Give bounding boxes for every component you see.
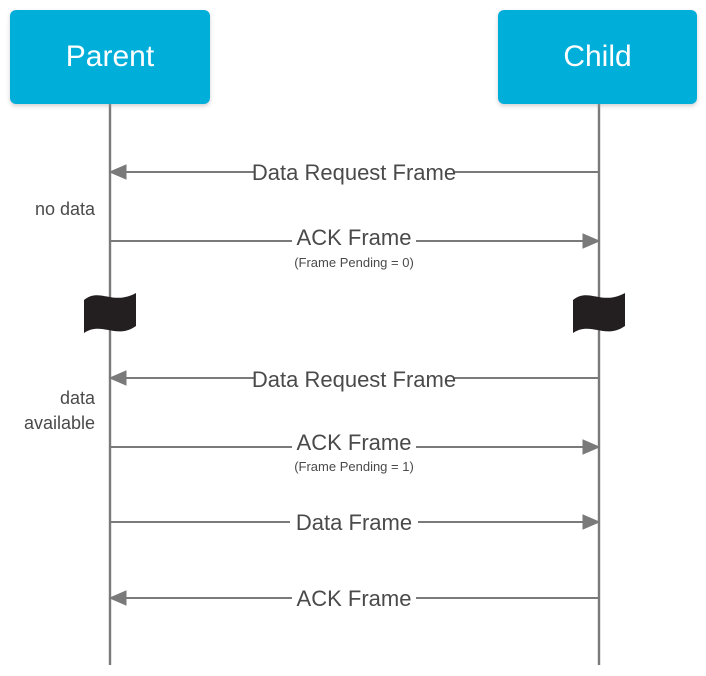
actor-box-parent[interactable] [10, 10, 210, 104]
message-sublabel: (Frame Pending = 1) [294, 459, 414, 474]
message-label: ACK Frame [297, 225, 412, 250]
message-label: Data Frame [296, 510, 412, 535]
message-label: ACK Frame [297, 586, 412, 611]
message-label-group-2: ACK Frame (Frame Pending = 0) [294, 225, 414, 270]
side-note-line: no data [35, 199, 96, 219]
break-symbols-layer [84, 293, 625, 333]
side-note-line: available [24, 413, 95, 433]
message-label-group-6: ACK Frame [297, 586, 412, 611]
actor-child[interactable]: Child [498, 10, 697, 104]
messages-layer [108, 164, 601, 606]
side-note-data-available: data available [24, 388, 96, 433]
side-notes-layer: no data data available [24, 199, 96, 433]
message-label-group-3: Data Request Frame [252, 367, 456, 392]
break-symbol-icon [573, 293, 625, 333]
actor-label-parent: Parent [66, 40, 155, 73]
break-symbol-icon [84, 293, 136, 333]
actor-label-child: Child [563, 40, 631, 73]
message-label-group-4: ACK Frame (Frame Pending = 1) [294, 430, 414, 474]
actor-parent[interactable]: Parent [10, 10, 210, 104]
side-note-no-data: no data [35, 199, 96, 219]
actor-box-child[interactable] [498, 10, 697, 104]
message-label-group-1: Data Request Frame [252, 160, 456, 185]
message-label: Data Request Frame [252, 367, 456, 392]
message-label: Data Request Frame [252, 160, 456, 185]
message-sublabel: (Frame Pending = 0) [294, 255, 414, 270]
side-note-line: data [60, 388, 96, 408]
message-label: ACK Frame [297, 430, 412, 455]
message-label-group-5: Data Frame [296, 510, 412, 535]
